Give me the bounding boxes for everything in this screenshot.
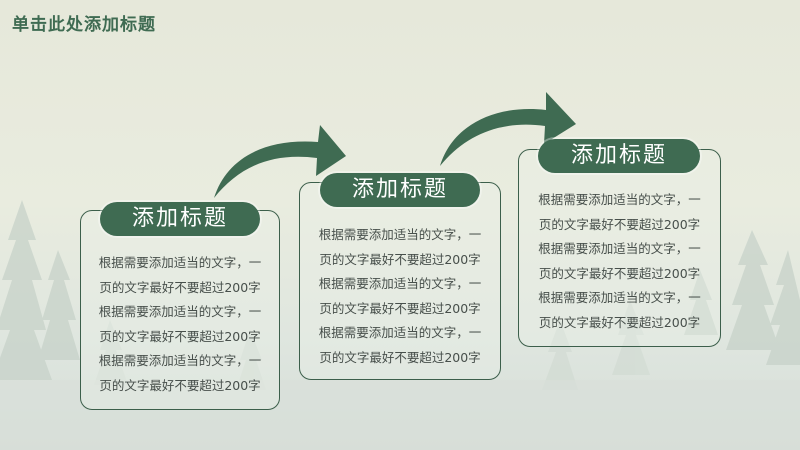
card-line: 根据需要添加适当的文字，一 [98,353,262,368]
step-card-2: 根据需要添加适当的文字，一 页的文字最好不要超过200字 根据需要添加适当的文字… [299,182,501,380]
card-line: 根据需要添加适当的文字，一 [318,276,482,291]
card-line: 页的文字最好不要超过200字 [99,279,261,295]
card-line: 页的文字最好不要超过200字 [538,216,701,232]
card-text: 根据需要添加适当的文字，一 页的文字最好不要超过200字 根据需要添加适当的文字… [300,223,500,370]
card-line: 根据需要添加适当的文字，一 [538,241,701,256]
card-line: 页的文字最好不要超过200字 [538,265,701,281]
card-line: 根据需要添加适当的文字，一 [98,255,262,270]
step-title-1[interactable]: 添加标题 [100,202,260,236]
card-line: 页的文字最好不要超过200字 [99,328,261,344]
step-title-3[interactable]: 添加标题 [538,139,700,173]
card-line: 根据需要添加适当的文字，一 [98,304,262,319]
card-line: 页的文字最好不要超过200字 [538,314,701,330]
step-title-2[interactable]: 添加标题 [320,173,480,207]
step-card-3: 根据需要添加适当的文字，一 页的文字最好不要超过200字 根据需要添加适当的文字… [518,149,721,347]
step-card-1: 根据需要添加适当的文字，一 页的文字最好不要超过200字 根据需要添加适当的文字… [80,210,280,410]
card-line: 页的文字最好不要超过200字 [319,251,481,267]
card-text: 根据需要添加适当的文字，一 页的文字最好不要超过200字 根据需要添加适当的文字… [519,188,720,335]
card-line: 根据需要添加适当的文字，一 [538,192,701,207]
card-line: 页的文字最好不要超过200字 [319,349,481,365]
card-line: 页的文字最好不要超过200字 [99,377,261,393]
card-line: 页的文字最好不要超过200字 [319,300,481,316]
card-line: 根据需要添加适当的文字，一 [318,227,482,242]
card-line: 根据需要添加适当的文字，一 [318,325,482,340]
card-text: 根据需要添加适当的文字，一 页的文字最好不要超过200字 根据需要添加适当的文字… [81,251,279,398]
card-line: 根据需要添加适当的文字，一 [538,290,701,305]
slide-title[interactable]: 单击此处添加标题 [12,15,156,35]
